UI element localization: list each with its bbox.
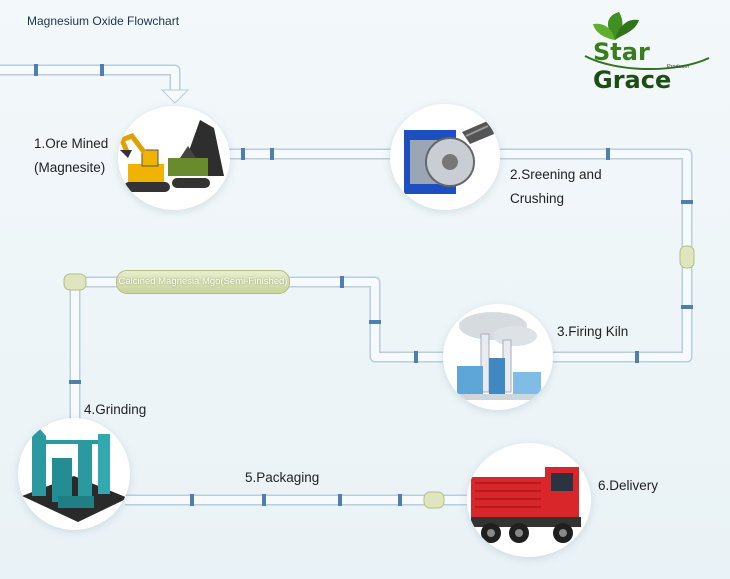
step-2-line2: Crushing	[510, 191, 565, 206]
crusher-machine-icon	[404, 120, 494, 194]
excavator-icon	[118, 120, 224, 192]
page-title: Magnesium Oxide Flowchart	[27, 14, 180, 28]
step-4-label: 4.Grinding	[84, 398, 146, 422]
step-1-line2: (Magnesite)	[34, 160, 106, 175]
step-3-label: 3.Firing Kiln	[557, 320, 628, 344]
company-logo: Star Grace Producer	[575, 8, 715, 94]
leaf-icon	[584, 12, 710, 70]
step-3-image	[443, 304, 553, 410]
step-3-line1: 3.Firing Kiln	[557, 324, 629, 339]
calcined-magnesia-label: Calcined Magnesia Mgo(Semi-Finished)	[116, 270, 290, 294]
step-5-label: 5.Packaging	[245, 466, 319, 490]
logo-tagline: Producer	[667, 64, 690, 70]
step-6-image	[467, 443, 591, 557]
step-5-line1: 5.Packaging	[245, 470, 320, 485]
logo-word-star: Star	[593, 38, 650, 66]
step-2-label: 2.Sreening and Crushing	[510, 163, 602, 211]
delivery-truck-icon	[471, 467, 581, 543]
grinding-mill-icon	[22, 428, 128, 522]
step-2-line1: 2.Sreening and	[510, 167, 602, 182]
step-4-line1: 4.Grinding	[84, 402, 147, 417]
step-6-line1: 6.Delivery	[598, 478, 659, 493]
step-4-image	[18, 418, 130, 530]
step-6-label: 6.Delivery	[598, 474, 658, 498]
logo-word-grace: Grace	[593, 66, 672, 94]
step-1-label: 1.Ore Mined (Magnesite)	[34, 132, 108, 180]
down-arrow	[160, 89, 190, 104]
step-1-line1: 1.Ore Mined	[34, 136, 109, 151]
kiln-factory-icon	[443, 312, 553, 400]
step-2-image	[390, 104, 500, 210]
step-1-image	[118, 106, 230, 210]
